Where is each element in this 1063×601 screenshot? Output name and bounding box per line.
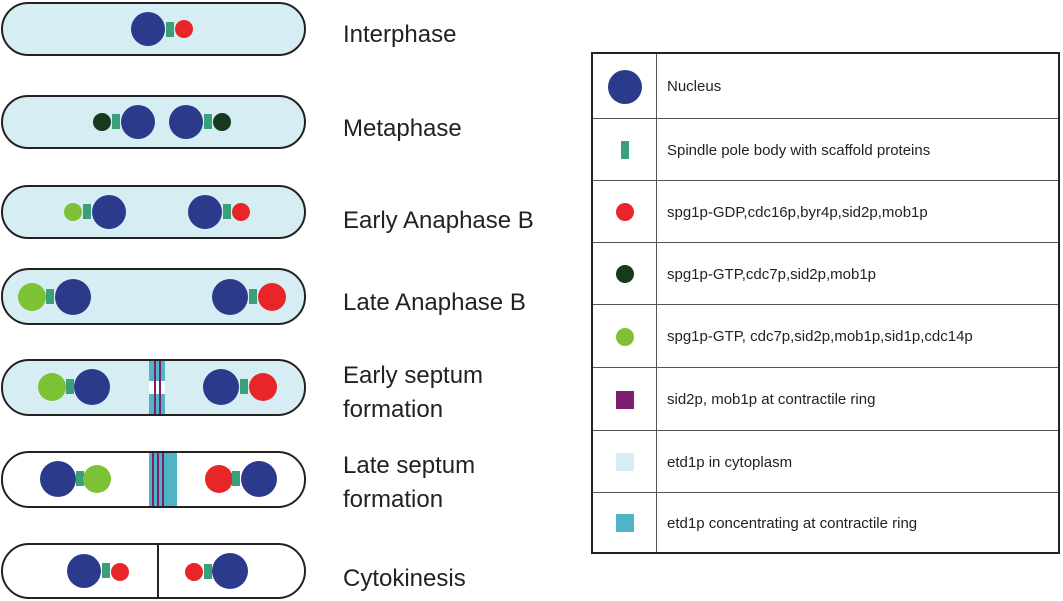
light-green-dot-icon xyxy=(64,203,82,221)
stage-label-cytokinesis: Cytokinesis xyxy=(343,565,466,592)
spindle-pole-body-icon xyxy=(240,379,248,394)
nucleus-icon xyxy=(169,105,203,139)
legend: Nucleus Spindle pole body with scaffold … xyxy=(591,52,1060,554)
legend-divider xyxy=(656,54,657,552)
light-green-dot-icon xyxy=(18,283,46,311)
cell-early-septum-formation xyxy=(1,359,306,416)
cell-cytokinesis xyxy=(1,543,306,599)
legend-row-spindle-pole-body: Spindle pole body with scaffold proteins xyxy=(593,119,1058,181)
spindle-pole-body-icon xyxy=(46,289,54,304)
cell-early-anaphase-b xyxy=(1,185,306,239)
legend-text: spg1p-GTP,cdc7p,sid2p,mob1p xyxy=(667,265,877,283)
light-green-dot-icon xyxy=(38,373,66,401)
cell-body xyxy=(1,185,306,239)
nucleus-icon xyxy=(121,105,155,139)
legend-text: etd1p concentrating at contractile ring xyxy=(667,514,918,532)
nucleus-icon xyxy=(212,553,248,589)
nucleus-icon xyxy=(203,369,239,405)
light-green-dot-icon xyxy=(615,327,634,346)
cell-metaphase xyxy=(1,95,306,149)
contractile-ring xyxy=(149,453,177,506)
nucleus-icon xyxy=(40,461,76,497)
nucleus-icon xyxy=(131,12,165,46)
red-dot-icon xyxy=(205,465,233,493)
legend-text: Nucleus xyxy=(667,78,722,95)
legend-row-red-dot: spg1p-GDP,cdc16p,byr4p,sid2p,mob1p xyxy=(593,181,1058,243)
legend-text: spg1p-GTP, cdc7p,sid2p,mob1p,sid1p,cdc14… xyxy=(667,328,973,345)
nucleus-icon xyxy=(55,279,91,315)
nucleus-icon xyxy=(607,69,642,104)
nucleus-icon xyxy=(92,195,126,229)
red-dot-icon xyxy=(185,563,203,581)
red-dot-icon xyxy=(615,203,634,221)
cell-body xyxy=(1,543,306,599)
spindle-pole-body-icon xyxy=(83,204,91,219)
legend-row-purple-square: sid2p, mob1p at contractile ring xyxy=(593,368,1058,431)
spindle-pole-body-icon xyxy=(204,114,212,129)
spindle-pole-body-icon xyxy=(232,471,240,486)
dark-green-dot-icon xyxy=(213,113,231,131)
nucleus-icon xyxy=(212,279,248,315)
cell-late-septum-formation xyxy=(1,451,306,508)
stage-label-late-anaphase-b: Late Anaphase B xyxy=(343,289,526,316)
legend-text: spg1p-GDP,cdc16p,byr4p,sid2p,mob1p xyxy=(667,203,928,221)
red-dot-icon xyxy=(111,563,129,581)
spindle-pole-body-icon xyxy=(102,563,110,578)
spindle-pole-body-icon xyxy=(620,141,629,159)
spindle-pole-body-icon xyxy=(223,204,231,219)
spindle-pole-body-icon xyxy=(204,564,212,579)
cell-late-anaphase-b xyxy=(1,268,306,325)
red-dot-icon xyxy=(258,283,286,311)
stage-label-early-septum-line2: formation xyxy=(343,396,444,423)
spindle-pole-body-icon xyxy=(166,22,174,37)
stage-label-metaphase: Metaphase xyxy=(343,115,462,142)
light-green-dot-icon xyxy=(83,465,111,493)
red-dot-icon xyxy=(249,373,277,401)
red-dot-icon xyxy=(232,203,250,221)
spindle-pole-body-icon xyxy=(66,379,74,394)
stage-label-early-anaphase-b: Early Anaphase B xyxy=(343,207,534,234)
spindle-pole-body-icon xyxy=(76,471,84,486)
spindle-pole-body-icon xyxy=(249,289,257,304)
dark-green-dot-icon xyxy=(93,113,111,131)
legend-row-nucleus: Nucleus xyxy=(593,54,1058,119)
purple-square-icon xyxy=(615,390,634,409)
teal-square-icon xyxy=(615,514,634,532)
pale-blue-square-icon xyxy=(615,453,634,471)
legend-row-light-green-dot: spg1p-GTP, cdc7p,sid2p,mob1p,sid1p,cdc14… xyxy=(593,305,1058,368)
legend-text: sid2p, mob1p at contractile ring xyxy=(667,391,876,408)
red-dot-icon xyxy=(175,20,193,38)
legend-row-dark-green-dot: spg1p-GTP,cdc7p,sid2p,mob1p xyxy=(593,243,1058,305)
legend-row-teal-square: etd1p concentrating at contractile ring xyxy=(593,493,1058,553)
stage-label-interphase: Interphase xyxy=(343,21,457,48)
stage-label-late-septum-line1: Late septum xyxy=(343,452,476,479)
spindle-pole-body-icon xyxy=(112,114,120,129)
nucleus-icon xyxy=(241,461,277,497)
nucleus-icon xyxy=(74,369,110,405)
nucleus-icon xyxy=(67,554,101,588)
cell-interphase xyxy=(1,2,306,56)
dark-green-dot-icon xyxy=(615,265,634,283)
legend-text: etd1p in cytoplasm xyxy=(667,453,793,471)
stage-label-early-septum-line1: Early septum xyxy=(343,362,484,389)
legend-text: Spindle pole body with scaffold proteins xyxy=(667,141,931,159)
nucleus-icon xyxy=(188,195,222,229)
contractile-ring xyxy=(149,361,165,414)
legend-row-pale-blue-square: etd1p in cytoplasm xyxy=(593,431,1058,493)
stage-label-late-septum-line2: formation xyxy=(343,486,444,513)
